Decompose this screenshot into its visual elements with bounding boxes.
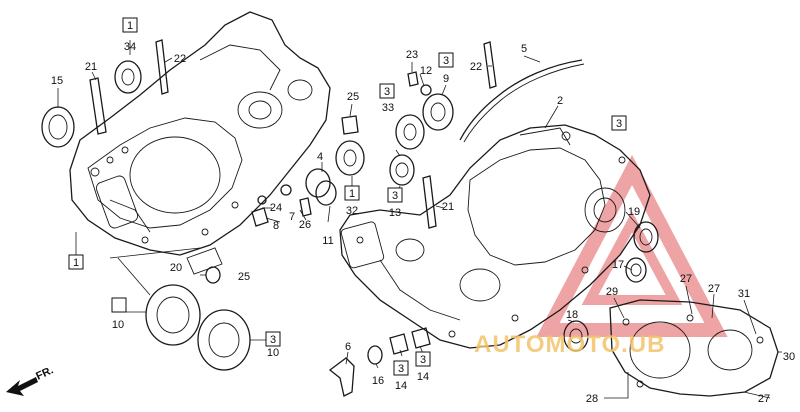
- boxed-label-1-left: 1: [68, 254, 84, 270]
- collar-25-left: [205, 266, 221, 284]
- boxed-label-3-bottom-b: 3: [415, 351, 431, 367]
- label-6: 6: [345, 341, 351, 353]
- boxed-label-3-mid: 3: [387, 187, 403, 203]
- boxed-label-text: 1: [73, 257, 79, 269]
- label-21-left: 21: [85, 61, 97, 73]
- watermark-text: AUTOMOTO.UB: [474, 331, 665, 358]
- arrow-icon: [6, 377, 38, 396]
- label-26: 26: [299, 219, 311, 231]
- washer-7-and-24: [257, 184, 292, 205]
- stud-bolt-22-right: [483, 41, 497, 89]
- dowel-pin-21-mid: [422, 175, 437, 229]
- label-9: 9: [443, 73, 449, 85]
- plain-label: 13: [389, 207, 401, 219]
- bearing-9: [422, 93, 454, 131]
- seal-13: [389, 154, 415, 186]
- boxed-label-text: 3: [270, 334, 276, 346]
- boxed-label-1-mid: 1: [344, 185, 360, 201]
- bearing-10-large: [145, 284, 201, 346]
- label-27-bottom: 27: [758, 393, 770, 405]
- boxed-label-text: 3: [398, 363, 404, 375]
- needle-bearings-14: [389, 327, 431, 355]
- direction-label: FR.: [34, 364, 55, 382]
- label-14-a: 14: [395, 380, 407, 392]
- label-21-mid: 21: [442, 201, 454, 213]
- label-5: 5: [521, 43, 527, 55]
- bearing-34: [114, 60, 142, 94]
- label-8: 8: [273, 220, 279, 232]
- boxed-label-text: 3: [420, 354, 426, 366]
- label-23: 23: [406, 49, 418, 61]
- dowel-pin-21-left: [89, 77, 107, 135]
- boxed-label-3-top-right: 3: [438, 52, 454, 68]
- label-4: 4: [317, 151, 323, 163]
- bearing-32: [335, 140, 365, 176]
- label-28: 28: [586, 393, 598, 405]
- stud-bolt-22-left: [155, 39, 169, 95]
- boxed-label-text: 1: [127, 20, 133, 32]
- left-crankcase-half: [69, 11, 331, 256]
- label-18: 18: [566, 309, 578, 321]
- washer-16: [367, 345, 383, 365]
- bolt-23-12: [407, 71, 432, 96]
- bearing-10-second: [197, 309, 251, 371]
- label-20: 20: [170, 262, 182, 274]
- plain-label: 33: [382, 102, 394, 114]
- label-10-left: 10: [112, 319, 124, 331]
- shift-shaft-6: [328, 357, 355, 397]
- label-14-b: 14: [417, 371, 429, 383]
- plain-label: 32: [346, 205, 358, 217]
- boxed-label-text: 1: [349, 188, 355, 200]
- boxed-label-3-bearing: 3: [265, 331, 281, 347]
- plain-label: 34: [124, 41, 136, 53]
- boxed-label-1-top: 1: [122, 17, 138, 33]
- label-2: 2: [557, 95, 563, 107]
- o-ring-20: [186, 247, 223, 275]
- boxed-label-1-bearing: [111, 297, 127, 313]
- label-10-right: 10: [267, 347, 279, 359]
- label-7: 7: [289, 211, 295, 223]
- boxed-label-text: 3: [384, 86, 390, 98]
- seal-18: [563, 320, 589, 352]
- label-29: 29: [606, 286, 618, 298]
- seal-17: [625, 257, 647, 283]
- boxed-label-3-top-left-mid: 3: [379, 83, 395, 99]
- label-19: 19: [628, 206, 640, 218]
- collar-25-mid: [341, 115, 359, 135]
- label-25-mid: 25: [347, 91, 359, 103]
- plain-labels: 15 21 22 25 4 23 12 9 22 5 2 7 8 24 26 1…: [51, 43, 795, 405]
- label-25-left: 25: [238, 271, 250, 283]
- label-15: 15: [51, 75, 63, 87]
- label-22-left: 22: [174, 53, 186, 65]
- boxed-label-3-right: 3: [611, 115, 627, 131]
- label-22-right: 22: [470, 61, 482, 73]
- breather-tube-5: [459, 59, 585, 143]
- boxed-label-text: 3: [392, 190, 398, 202]
- label-24: 24: [270, 202, 282, 214]
- boxed-label-text: 3: [443, 55, 449, 67]
- bolt-26: [299, 197, 312, 217]
- oil-seal-15: [41, 106, 75, 148]
- bearing-33: [395, 114, 425, 150]
- label-12: 12: [420, 65, 432, 77]
- watermark-triangle: [536, 154, 728, 337]
- front-direction-arrow: FR.: [6, 364, 55, 396]
- label-11: 11: [322, 235, 333, 247]
- label-17: 17: [612, 259, 624, 271]
- label-31: 31: [738, 288, 750, 300]
- bolt-8: [251, 207, 269, 227]
- crankcase-cover-plate: [609, 299, 779, 397]
- label-27-top: 27: [680, 273, 692, 285]
- boxed-label-3-bottom-a: 3: [393, 360, 409, 376]
- label-16: 16: [372, 375, 384, 387]
- right-crankcase-half: [339, 124, 651, 349]
- label-30: 30: [783, 351, 795, 363]
- boxed-label-text: 3: [616, 118, 622, 130]
- label-27-mid: 27: [708, 283, 720, 295]
- seal-19: [633, 221, 659, 253]
- bearing-4-11: [305, 168, 337, 206]
